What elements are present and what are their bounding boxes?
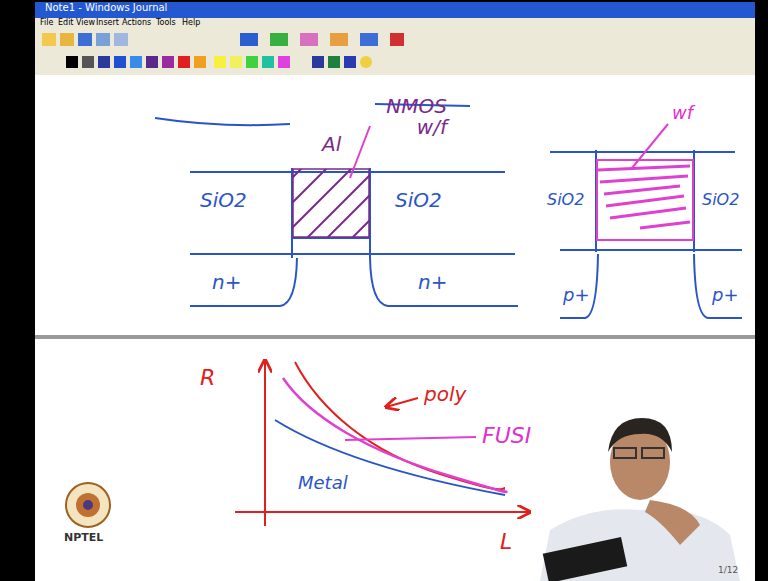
metal-gate-fill [598,166,690,228]
menu-item: View [76,19,95,27]
page-divider [35,335,755,339]
menu-item: Edit [58,19,74,27]
menu-item: Help [182,19,200,27]
al-gate-hatch [293,169,369,237]
color-palette [66,56,372,68]
callout-note: NMOS w/f [375,96,447,138]
window-title: Note1 - Windows Journal [45,3,167,14]
oxide-label: SiO2 [395,190,442,211]
toolbar [35,30,755,75]
note-canvas [35,75,755,581]
gate-material: Al [322,134,341,155]
menu-item: Tools [156,19,176,27]
toolbar-icons [42,33,404,46]
menu-item: Insert [96,19,119,27]
diffusion-label: n+ [418,272,447,293]
curve-label: poly [424,384,466,405]
menu-bar [35,18,755,30]
menu-item: Actions [122,19,151,27]
oxide-label: SiO2 [200,190,247,211]
title-bar [35,2,755,18]
menu-item: File [40,19,53,27]
leader-line [350,126,370,178]
logo-text: NPTEL [64,532,103,544]
curve-label: Metal [298,474,348,493]
diffusion-label: n+ [212,272,241,293]
axis-label: L [500,530,512,553]
axis-label: R [200,366,215,389]
leader-line [632,124,668,168]
oxide-label: SiO2 [547,192,584,209]
presenter [540,418,740,581]
oxide-label: SiO2 [702,192,739,209]
diffusion-label: p+ [712,286,739,305]
diffusion-label: p+ [563,286,590,305]
page-counter: 1/12 [718,566,738,575]
nptel-logo [66,483,110,527]
callout-note: wf [672,104,693,123]
curve-label: FUSI [482,424,531,447]
nmos-cross-section [190,168,518,306]
pmos-cross-section [550,150,742,318]
